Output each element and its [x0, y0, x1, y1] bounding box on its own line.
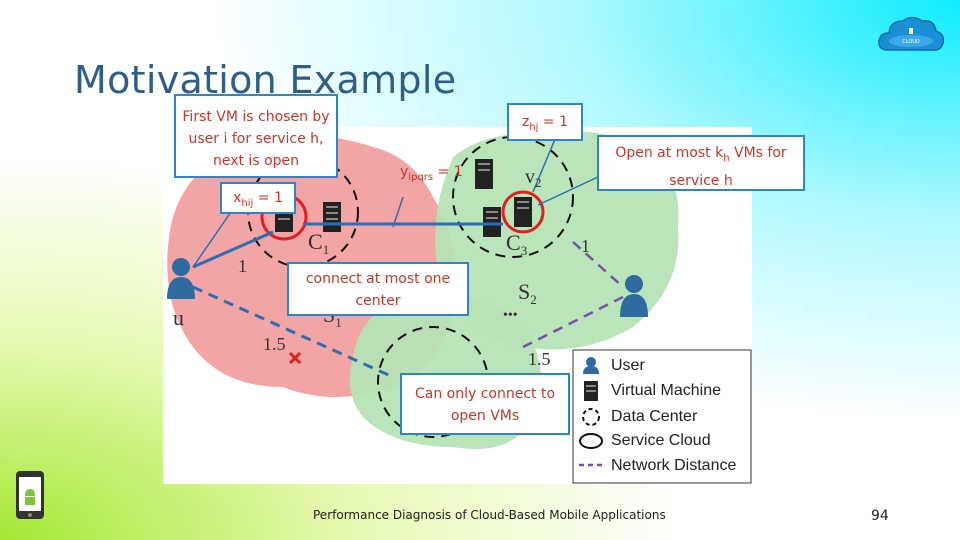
callout-pointer — [392, 196, 404, 228]
callout-pointer — [532, 131, 559, 193]
network-distance-line — [522, 295, 624, 349]
vm-legend-icon — [584, 381, 598, 401]
distance-label: 1.5 — [263, 334, 286, 354]
user-connection-line — [192, 230, 274, 269]
callout-x: xhij = 1 — [220, 182, 296, 214]
network-distance-line — [192, 285, 394, 379]
legend-item: Data Center — [611, 408, 698, 425]
callout-open-at-most: Open at most kh VMs for service h — [597, 135, 805, 191]
cloud-legend-icon — [579, 433, 603, 449]
distance-label: 1 — [238, 256, 247, 276]
data-center-legend-icon — [582, 408, 600, 426]
legend-item: Service Cloud — [611, 432, 711, 449]
page-number: 94 — [871, 508, 889, 524]
callout-first-vm: First VM is chosen by user i for service… — [174, 94, 338, 178]
data-center-c3 — [452, 136, 574, 258]
user-legend-icon — [583, 357, 599, 374]
callout-connect-open: Can only connect to open VMs — [400, 373, 570, 435]
legend-item: User — [611, 357, 645, 374]
svg-text:CLOUD: CLOUD — [902, 39, 920, 45]
label-c3: C3 — [506, 230, 527, 258]
label-u: u — [173, 305, 184, 330]
user-icon-u — [167, 258, 195, 299]
label-v2: v2 — [525, 166, 542, 190]
label-y: yipqrs = 1 — [400, 164, 463, 183]
label-c1: C1 — [308, 229, 329, 257]
legend: User Virtual Machine Data Center Service… — [572, 349, 752, 484]
ellipsis: ••• — [503, 308, 518, 323]
cloud-logo-icon: CLOUD — [878, 16, 945, 51]
android-phone-icon — [16, 471, 44, 519]
legend-item: Network Distance — [611, 457, 736, 474]
blocked-connection-cross — [288, 351, 302, 365]
network-distance-line — [572, 241, 624, 288]
callout-pointer — [192, 208, 234, 268]
callout-pointer — [537, 176, 599, 206]
distance-label: 1 — [581, 236, 590, 256]
callout-z: zhj = 1 — [507, 103, 583, 141]
label-s2: S2 — [518, 279, 537, 307]
callout-connect-at-most: connect at most one center — [287, 262, 469, 316]
open-vm-highlight — [501, 190, 545, 234]
distance-label: 1.5 — [528, 349, 551, 369]
slide-footer: Performance Diagnosis of Cloud-Based Mob… — [313, 508, 666, 522]
legend-item: Virtual Machine — [611, 382, 721, 399]
user-icon-right — [620, 275, 648, 317]
